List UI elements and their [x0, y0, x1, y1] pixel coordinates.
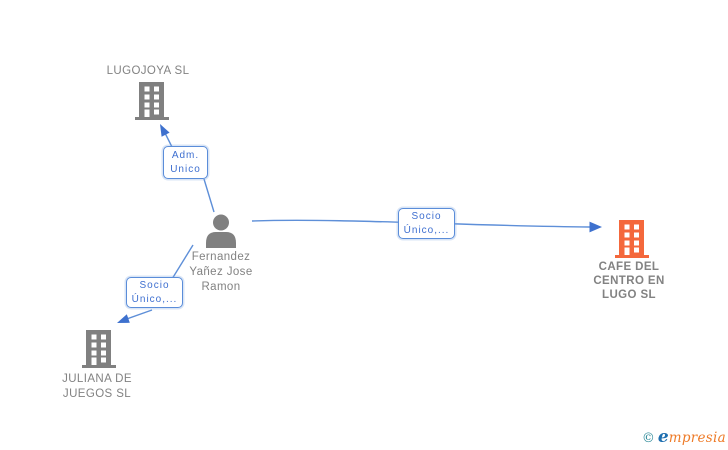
- person-name-line: Ramon: [201, 281, 241, 293]
- empresia-logo[interactable]: © e mpresia: [642, 427, 726, 447]
- edge-label-line: Socio: [411, 210, 442, 222]
- node-label-juliana[interactable]: JULIANA DE JUEGOS SL: [37, 372, 157, 402]
- arrowhead-icon: [160, 124, 170, 137]
- edge-line: [171, 244, 194, 280]
- company-name-line: JUEGOS SL: [62, 388, 132, 400]
- edge-line: [123, 309, 153, 321]
- edge-label-line: Socio: [139, 279, 170, 291]
- building-icon[interactable]: [135, 82, 169, 120]
- edge-label-line: Adm.: [171, 149, 200, 161]
- brand-name-initial: e: [657, 427, 669, 447]
- edge-label-adm-unico[interactable]: Adm. Unico: [163, 146, 208, 179]
- brand-name-rest: mpresia: [668, 430, 726, 446]
- copyright-icon: ©: [641, 431, 655, 446]
- edge-line: [164, 132, 173, 148]
- node-label-person[interactable]: Fernandez Yañez Jose Ramon: [161, 250, 281, 295]
- node-label-lugojoya[interactable]: LUGOJOYA SL: [106, 65, 190, 77]
- edge-person-to-juliana: [117, 244, 194, 323]
- arrowhead-icon: [589, 221, 602, 233]
- edge-label-socio-juliana[interactable]: Socio Único,...: [126, 277, 183, 308]
- company-name-line: CENTRO EN: [593, 275, 665, 287]
- edge-line: [203, 178, 215, 213]
- company-name-line: LUGO SL: [602, 289, 656, 301]
- person-icon[interactable]: [203, 214, 239, 248]
- arrowhead-icon: [117, 314, 130, 323]
- edge-person-to-lugojoya: [160, 124, 215, 213]
- edge-label-line: Único,...: [131, 293, 178, 305]
- edge-label-line: Único,...: [403, 224, 450, 236]
- person-name-line: Yañez Jose: [189, 266, 253, 278]
- company-name-line: JULIANA DE: [62, 373, 132, 385]
- edge-label-line: Unico: [170, 163, 201, 175]
- node-label-cafe[interactable]: CAFE DEL CENTRO EN LUGO SL: [569, 260, 689, 302]
- building-icon[interactable]: [615, 220, 649, 258]
- edge-label-socio-cafe[interactable]: Socio Único,...: [398, 208, 455, 239]
- company-name-line: CAFE DEL: [598, 261, 660, 273]
- person-name-line: Fernandez: [191, 251, 251, 263]
- building-icon[interactable]: [82, 330, 116, 368]
